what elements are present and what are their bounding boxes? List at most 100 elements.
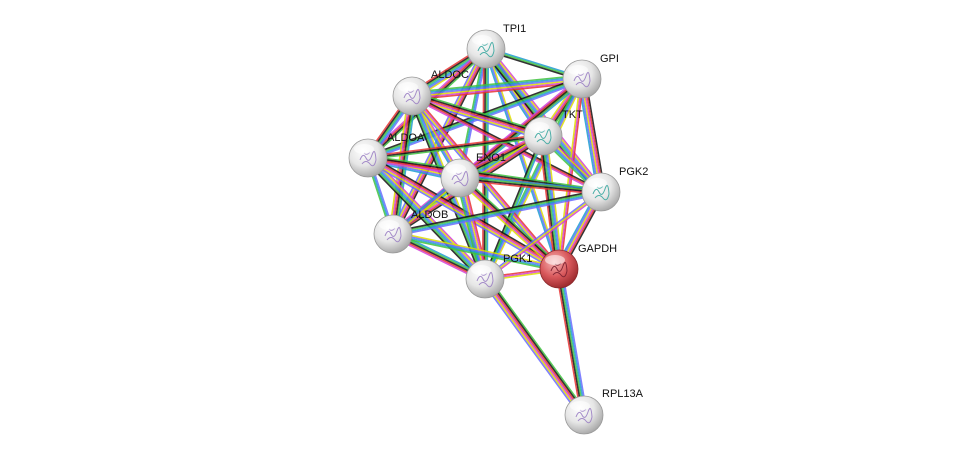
node-label-tpi1: TPI1 — [503, 23, 526, 35]
edge-evidence-strand — [485, 192, 603, 282]
node-tkt[interactable]: TKT — [523, 109, 583, 156]
edge-evidence-strand — [411, 93, 545, 135]
edge-evidence-strand — [411, 81, 584, 101]
node-tpi1[interactable]: TPI1 — [466, 23, 526, 69]
edge-evidence-strand — [364, 159, 484, 283]
edge-evidence-strand — [410, 75, 583, 95]
edge-evidence-strand — [484, 277, 586, 416]
edge-evidence-strand — [411, 95, 602, 193]
node-pgk2[interactable]: PGK2 — [581, 166, 648, 212]
edge-evidence-strand — [392, 232, 560, 270]
edge-evidence-strand — [461, 174, 562, 268]
edge-evidence-strand — [412, 91, 545, 134]
edge-evidence-strand — [459, 174, 603, 191]
edge-evidence-strand — [392, 193, 603, 238]
edge-evidence-strand — [410, 96, 602, 195]
edge-evidence-strand — [365, 158, 485, 282]
node-highlight — [379, 220, 399, 230]
edge-evidence-strand — [369, 154, 489, 278]
edge-evidence-strand — [411, 80, 584, 100]
node-highlight — [354, 144, 374, 154]
node-label-tkt: TKT — [562, 109, 583, 121]
edge-evidence-strand — [584, 77, 606, 193]
node-aldoc[interactable]: ALDOC — [392, 69, 469, 116]
node-highlight — [545, 255, 565, 265]
node-label-eno1: ENO1 — [476, 152, 506, 164]
edge-evidence-strand — [484, 191, 602, 280]
node-highlight — [587, 178, 607, 188]
edge-evidence-strand — [411, 94, 545, 137]
edge-evidence-strand — [410, 95, 544, 138]
edge-evidence-strand — [390, 75, 581, 233]
interaction-edge-GPI-ALDOC — [410, 74, 584, 101]
edge-evidence-strand — [368, 155, 488, 279]
interaction-edge-ALDOB-GAPDH — [391, 230, 561, 273]
interaction-edge-ALDOA-PGK1 — [364, 154, 489, 283]
node-highlight — [529, 122, 549, 132]
interaction-edge-TKT-ALDOA — [367, 133, 544, 161]
edge-evidence-strand — [483, 190, 601, 279]
node-label-pgk2: PGK2 — [619, 166, 648, 178]
node-eno1[interactable]: ENO1 — [440, 152, 506, 198]
interaction-edge-PGK2-PGK1 — [483, 190, 603, 282]
edge-evidence-strand — [411, 78, 583, 98]
edge-evidence-strand — [481, 280, 582, 419]
interaction-edge-GAPDH-RPL13A — [555, 267, 588, 417]
node-label-aldoa: ALDOA — [387, 132, 425, 144]
edge-evidence-strand — [558, 268, 585, 416]
node-highlight — [472, 35, 492, 45]
node-highlight — [398, 82, 418, 92]
interaction-edge-PGK2-ALDOB — [391, 188, 603, 238]
edge-evidence-strand — [559, 267, 587, 416]
edge-evidence-strand — [367, 133, 544, 158]
node-highlight — [570, 401, 590, 411]
edge-evidence-strand — [459, 177, 602, 194]
edge-evidence-strand — [482, 279, 583, 418]
interaction-edge-ENO1-GAPDH — [457, 174, 562, 273]
edge-evidence-strand — [555, 268, 582, 417]
node-label-gpi: GPI — [600, 53, 619, 65]
node-rpl13a[interactable]: RPL13A — [564, 388, 644, 435]
node-label-gapdh: GAPDH — [578, 243, 617, 255]
node-highlight — [471, 265, 491, 275]
node-gpi[interactable]: GPI — [562, 53, 619, 99]
node-aldoa[interactable]: ALDOA — [348, 132, 425, 178]
edge-evidence-strand — [367, 136, 544, 161]
edge-evidence-strand — [457, 179, 558, 273]
edge-evidence-strand — [458, 179, 602, 196]
node-highlight — [568, 65, 588, 75]
edge-evidence-strand — [392, 230, 561, 268]
edge-evidence-strand — [366, 157, 486, 281]
edge-evidence-strand — [483, 278, 585, 417]
edge-evidence-strand — [459, 176, 602, 193]
node-label-pgk1: PGK1 — [503, 253, 532, 265]
edge-evidence-strand — [391, 188, 602, 233]
edge-evidence-strand — [460, 176, 561, 269]
edge-evidence-strand — [367, 156, 487, 280]
edge-evidence-strand — [487, 275, 588, 414]
node-gapdh[interactable]: GAPDH — [539, 243, 617, 289]
edge-evidence-strand — [458, 178, 559, 271]
edge-evidence-strand — [392, 191, 602, 236]
edge-evidence-strand — [410, 74, 583, 94]
node-pgk1[interactable]: PGK1 — [465, 253, 532, 299]
edge-evidence-strand — [559, 78, 585, 270]
edge-evidence-strand — [391, 235, 560, 273]
edge-evidence-strand — [561, 267, 588, 416]
node-label-aldob: ALDOB — [411, 209, 448, 221]
edge-evidence-strand — [392, 190, 602, 235]
node-aldob[interactable]: ALDOB — [373, 209, 448, 254]
node-label-rpl13a: RPL13A — [602, 388, 644, 400]
edge-evidence-strand — [366, 158, 560, 272]
interaction-edge-PGK1-RPL13A — [481, 275, 588, 419]
edge-evidence-strand — [411, 77, 583, 97]
edge-evidence-strand — [367, 157, 560, 270]
edge-evidence-strand — [365, 159, 559, 273]
edge-evidence-strand — [459, 177, 560, 270]
edge-evidence-strand — [367, 154, 603, 191]
edge-evidence-strand — [367, 135, 544, 159]
edge-evidence-strand — [392, 233, 560, 271]
interaction-edge-ENO1-PGK2 — [458, 174, 603, 196]
